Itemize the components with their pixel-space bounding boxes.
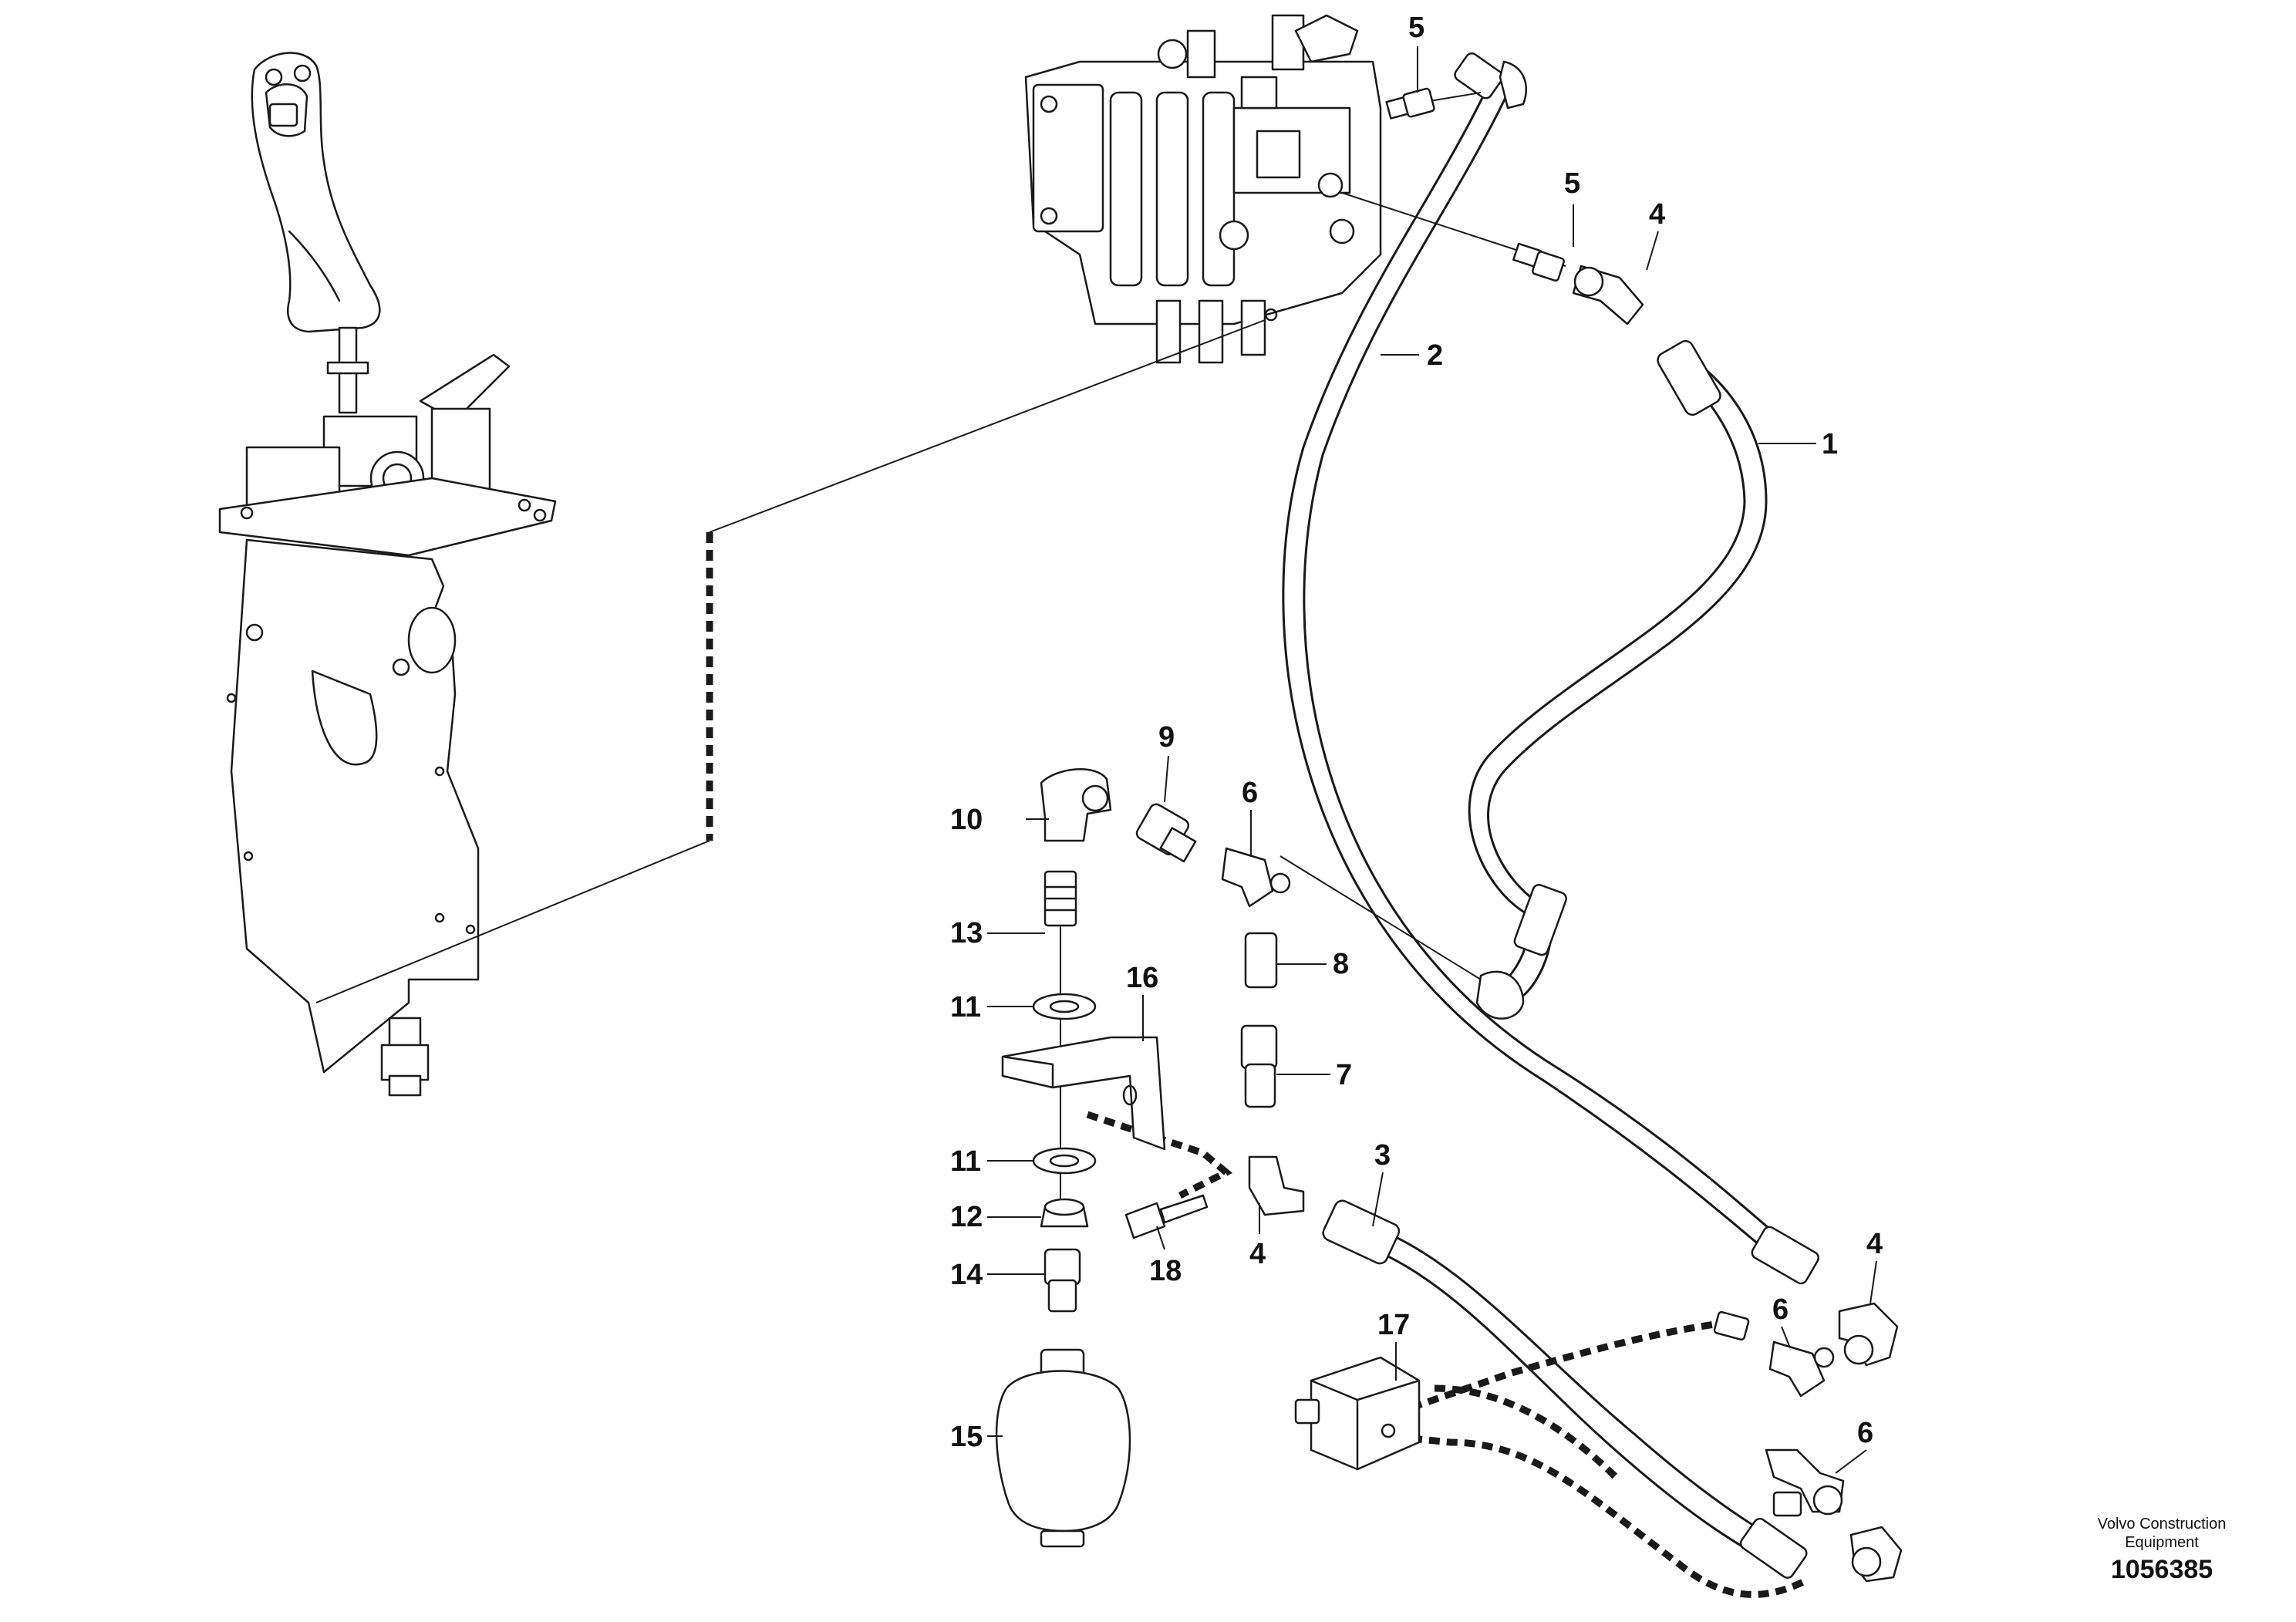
callout-17: 17 [1377, 1309, 1410, 1341]
brand-line-1: Volvo Construction [2098, 1516, 2227, 1533]
adapter-14 [1043, 1248, 1081, 1313]
document-footer: Volvo Construction Equipment 1056385 [2098, 1516, 2227, 1584]
tee-6-left [1221, 847, 1291, 908]
callout-11-top: 11 [950, 991, 981, 1023]
elbow-4-top [1572, 265, 1644, 325]
callout-5-right: 5 [1564, 167, 1580, 200]
callout-1: 1 [1822, 428, 1838, 460]
solenoid-17 [1294, 1356, 1421, 1471]
joystick-control-lever [218, 52, 557, 1097]
nipple-8 [1244, 932, 1278, 989]
callout-4-mid: 4 [1249, 1238, 1266, 1270]
document-number: 1056385 [2111, 1555, 2213, 1584]
washer-11-bottom [1032, 1147, 1097, 1175]
hose-1 [1468, 339, 1768, 1020]
bracket-16 [1001, 1036, 1166, 1151]
callout-12: 12 [950, 1201, 983, 1233]
callout-labels: 5 5 4 2 1 9 6 10 13 8 11 16 7 11 3 12 4 … [950, 12, 1883, 1453]
elbow-bottom-right [1849, 1526, 1903, 1583]
fitting-5-top [1385, 87, 1435, 120]
elbow-10 [1040, 768, 1112, 842]
callout-5-top: 5 [1408, 12, 1424, 44]
callout-9: 9 [1158, 721, 1175, 754]
accumulator-15 [995, 1348, 1131, 1548]
callout-2: 2 [1427, 339, 1443, 372]
adapter-9 [1135, 803, 1197, 863]
elbow-4-right [1838, 1302, 1899, 1367]
nipple-13 [1043, 870, 1077, 1226]
callout-16: 16 [1126, 962, 1158, 994]
pilot-lines [315, 92, 1566, 1003]
nut-12 [1040, 1198, 1089, 1228]
callout-15: 15 [950, 1421, 983, 1453]
washer-11-top [1032, 993, 1097, 1020]
callout-18: 18 [1149, 1255, 1182, 1287]
callout-6-right-lower: 6 [1857, 1417, 1873, 1449]
hose-2 [1282, 52, 1819, 1285]
screw-18 [1124, 1194, 1209, 1239]
brand-line-2: Equipment [2125, 1534, 2199, 1551]
tee-6-right-lower [1765, 1448, 1845, 1517]
control-valve-block [1024, 14, 1382, 364]
valve-7 [1240, 1024, 1278, 1108]
callout-6-right-upper: 6 [1772, 1293, 1789, 1326]
hose-3 [1322, 1199, 1808, 1579]
elbow-4-mid [1248, 1155, 1305, 1216]
callout-leaders [987, 46, 1877, 1474]
callout-6-left: 6 [1242, 777, 1258, 809]
callout-14: 14 [950, 1259, 983, 1291]
callout-4-top: 4 [1649, 198, 1665, 231]
fitting-5-right [1512, 242, 1565, 282]
callout-10: 10 [950, 804, 983, 836]
tee-6-right-upper [1713, 1310, 1835, 1398]
callout-11-bottom: 11 [950, 1145, 981, 1178]
callout-7: 7 [1336, 1059, 1352, 1091]
callout-4-right: 4 [1866, 1228, 1883, 1260]
callout-13: 13 [950, 917, 983, 949]
callout-8: 8 [1333, 948, 1349, 980]
callout-3: 3 [1374, 1139, 1391, 1172]
